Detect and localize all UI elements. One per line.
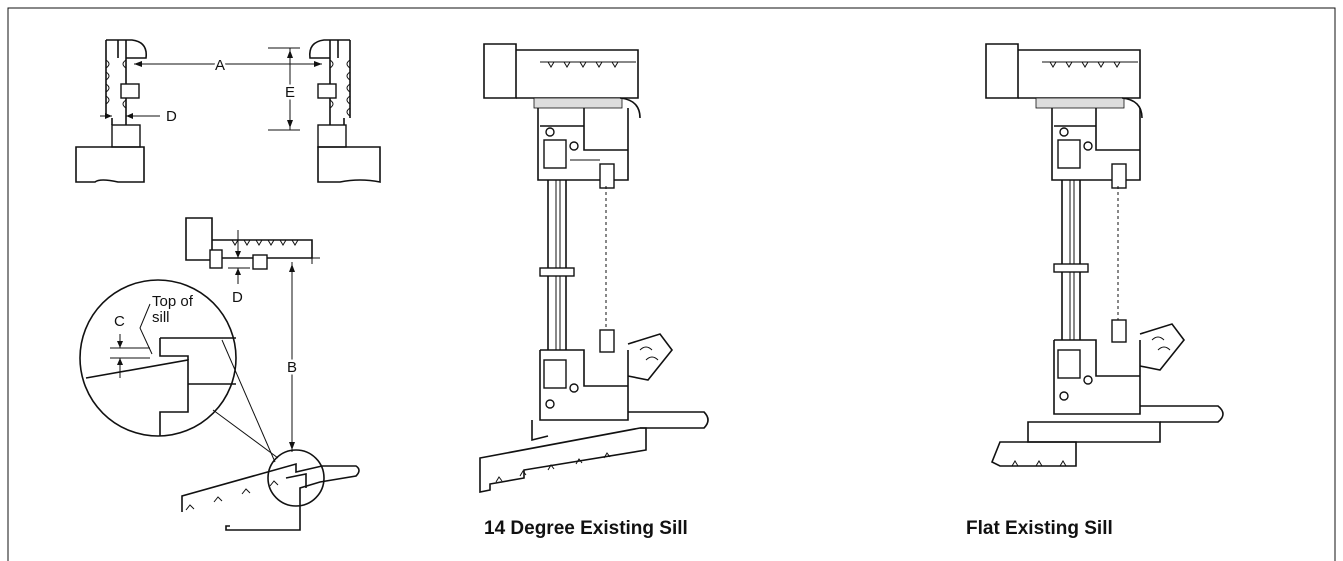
- jamb-measurement-view: A E D: [75, 39, 381, 183]
- magnify-target-circle: [267, 449, 325, 507]
- dim-label-a: A: [215, 57, 225, 74]
- degree-sill-section: 14 Degree Existing Sill: [479, 43, 709, 539]
- flat-sill-caption: Flat Existing Sill: [966, 518, 1113, 539]
- dim-label-d-head: D: [232, 289, 243, 306]
- flat-sill-section: Flat Existing Sill: [966, 43, 1224, 539]
- dim-label-b: B: [287, 359, 297, 376]
- head-detail-view: D B: [185, 217, 320, 452]
- diagram-border: [7, 7, 1336, 561]
- sill-label: sill: [152, 309, 170, 326]
- top-of-label: Top of: [152, 293, 194, 310]
- magnified-view-circle: [79, 279, 237, 437]
- sill-detail-view: C Top of sill: [79, 279, 360, 531]
- left-jamb: [75, 39, 148, 183]
- dim-label-c: C: [114, 313, 125, 330]
- dim-label-d-top: D: [166, 108, 177, 125]
- dim-label-e: E: [285, 84, 295, 101]
- right-jamb: [308, 39, 381, 183]
- degree-sill-caption: 14 Degree Existing Sill: [484, 518, 688, 539]
